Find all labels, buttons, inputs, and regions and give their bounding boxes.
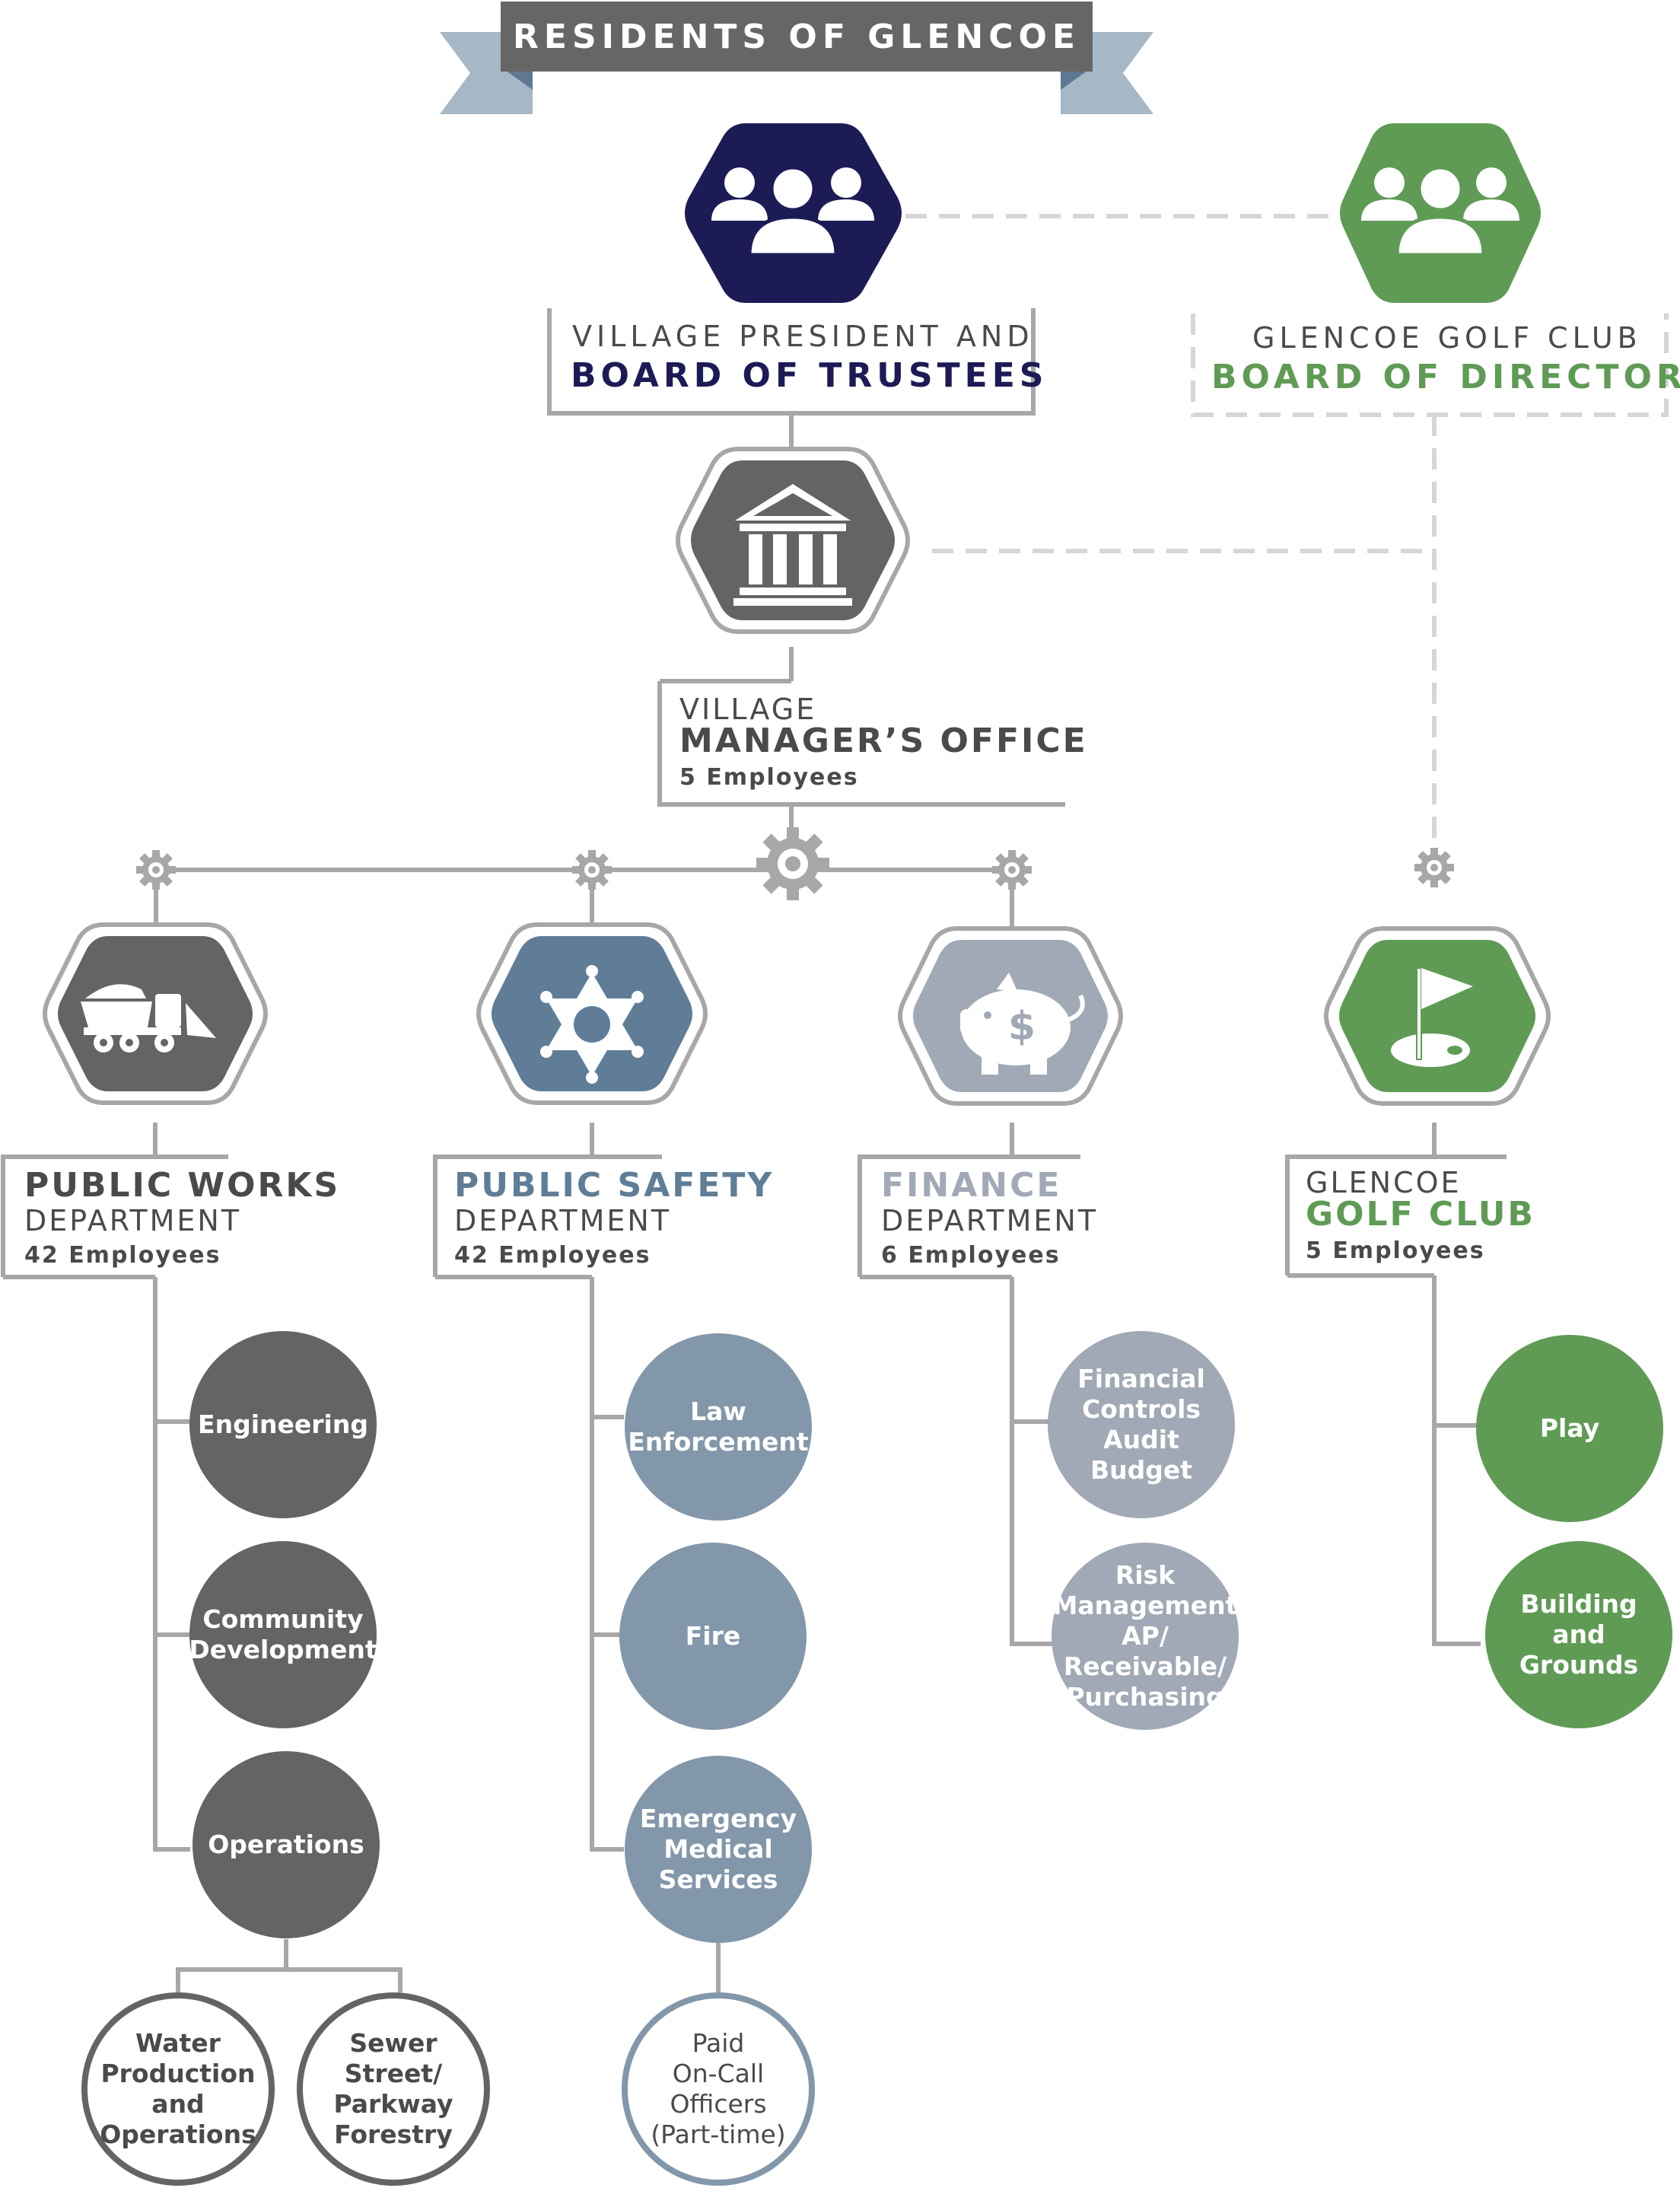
unit-engineering: Engineering [198,1409,368,1439]
banner [440,2,1153,114]
unit-risk-management: Risk Management AP/ Receivable/ Purchasi… [1052,1560,1238,1712]
unit-law-enforcement: Law Enforcement [628,1397,809,1457]
banner-title: RESIDENTS OF GLENCOE [513,17,1080,56]
unit-fire: Fire [685,1621,741,1651]
manager-line2: MANAGER’S OFFICE [679,721,1088,760]
golf-club-hexagon [1324,926,1551,1106]
subunit-circle-paid-on-call [622,1992,815,2186]
golf-club-subtitle: GOLF CLUB [1306,1195,1535,1234]
gear-icon [572,850,612,890]
gear-icon [992,850,1032,890]
unit-circle-risk-management [1052,1543,1239,1730]
unit-play: Play [1539,1413,1600,1443]
public-works-title: PUBLIC WORKS [24,1166,341,1205]
connector-lines [1,308,1507,1994]
gear-icon [136,850,176,890]
sheriff-star-icon [540,965,644,1084]
public-works-subtitle: DEPARTMENT [24,1204,242,1237]
banner-bar [501,2,1093,72]
public-safety-employees: 42 Employees [454,1242,651,1269]
unit-community-development: Community Development [189,1604,377,1664]
finance-employees: 6 Employees [881,1242,1061,1269]
public-safety-hexagon [476,922,708,1105]
subunit-circle-sewer [297,1992,490,2186]
golf-club-employees: 5 Employees [1306,1237,1485,1264]
dollar-sign-icon: $ [1008,1004,1036,1049]
banner-ribbon-left-fold [501,67,533,90]
units [81,1331,1672,2186]
unit-circle-engineering [189,1331,377,1518]
golf-board-line2: BOARD OF DIRECTORS [1211,358,1680,397]
unit-circle-fire [619,1543,807,1730]
board-line2: BOARD OF TRUSTEES [571,356,1048,395]
unit-circle-ems [625,1756,812,1943]
unit-circle-operations [192,1751,380,1938]
unit-circle-play [1476,1335,1663,1522]
manager-hexagon [676,447,910,634]
manager-frame [657,681,1065,807]
piggy-bank-icon [960,973,1085,1075]
unit-financial-controls: Financial Controls Audit Budget [1077,1364,1205,1485]
finance-subtitle: DEPARTMENT [881,1204,1099,1237]
golf-board-hexagon [1340,123,1541,303]
manager-line1: VILLAGE [679,693,817,726]
unit-circle-law-enforcement [625,1333,812,1521]
public-works-hexagon [43,922,268,1105]
unit-emergency-medical: Emergency Medical Services [639,1804,797,1894]
golf-board-line1: GLENCOE GOLF CLUB [1252,321,1642,355]
manager-employees: 5 Employees [679,764,859,791]
finance-hexagon: $ [898,926,1123,1106]
dashed-connectors [905,214,1669,841]
subunit-sewer-street: Sewer Street/ Parkway Forestry [333,2028,453,2149]
unit-building-grounds: Building and Grounds [1519,1589,1639,1680]
government-building-icon [733,484,852,606]
unit-circle-community-development [189,1541,377,1728]
subunit-circle-water [81,1992,275,2186]
subunit-paid-on-call: Paid On-Call Officers (Part-time) [651,2028,786,2149]
finance-title: FINANCE [881,1166,1062,1205]
unit-circle-financial-controls [1048,1331,1235,1518]
board-hexagon [685,123,902,303]
golf-flag-icon [1391,967,1473,1067]
banner-ribbon-right-fold [1061,67,1093,90]
gear-icon [1414,848,1454,887]
people-group-icon [1361,165,1519,257]
public-safety-subtitle: DEPARTMENT [454,1204,672,1237]
people-group-icon [711,165,874,257]
subunit-water-production: Water Production and Operations [100,2028,256,2149]
gear-icon [756,827,829,900]
board-line1: VILLAGE PRESIDENT AND [572,320,1034,353]
dump-truck-icon [81,984,216,1053]
unit-circle-building-grounds [1485,1541,1672,1728]
public-safety-title: PUBLIC SAFETY [454,1166,775,1205]
unit-operations: Operations [208,1830,364,1859]
public-works-employees: 42 Employees [24,1242,221,1269]
golf-club-title: GLENCOE [1306,1166,1462,1199]
